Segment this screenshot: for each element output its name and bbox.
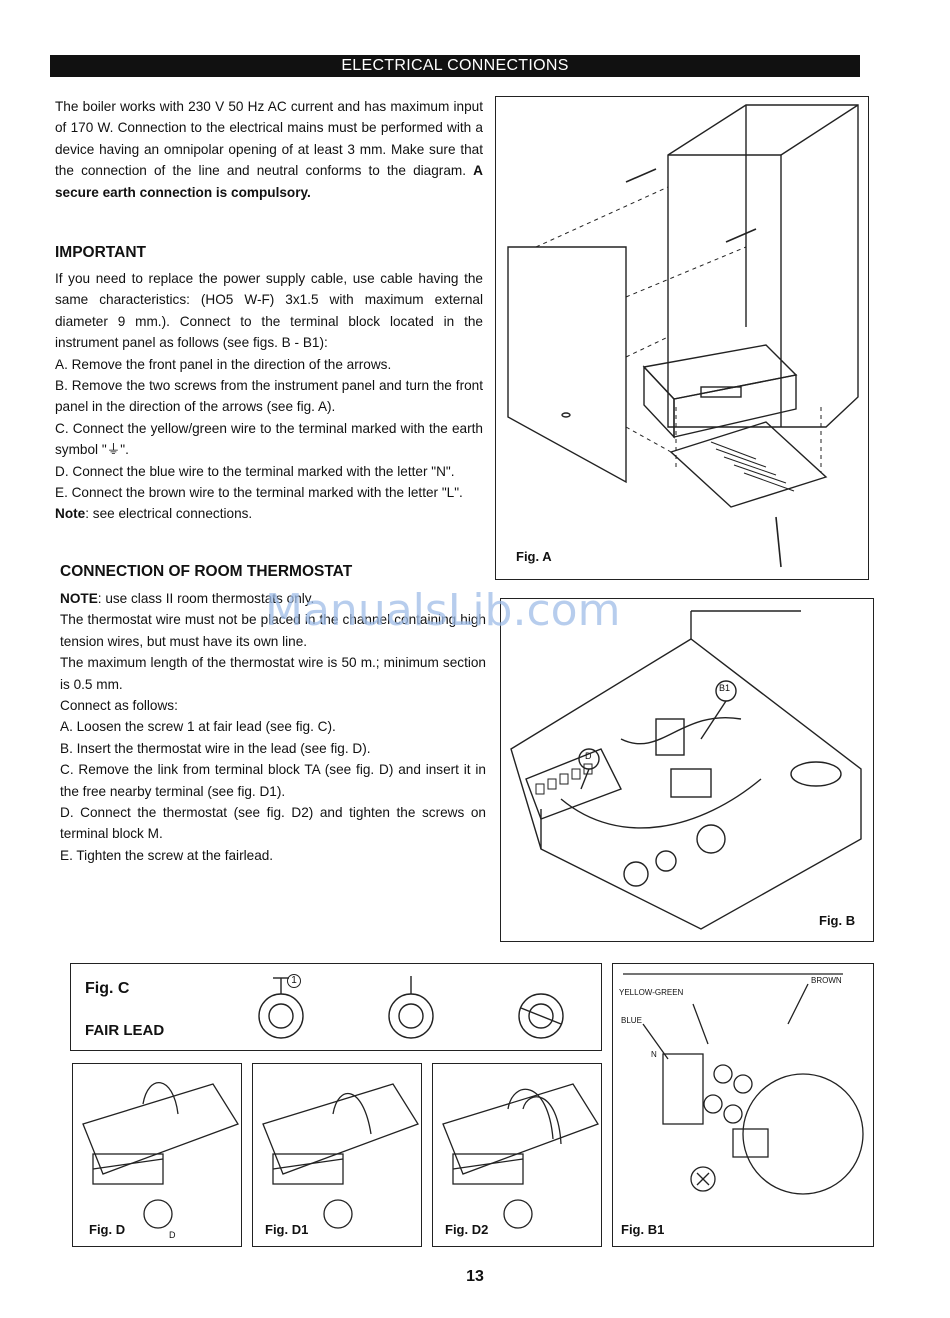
thermostat-note: NOTE: use class II room thermostats only…: [60, 588, 486, 609]
important-step: D. Connect the blue wire to the terminal…: [55, 463, 455, 479]
thermostat-step: A. Loosen the screw 1 at fair lead (see …: [60, 719, 336, 735]
figure-b: B1 D Fig. B: [500, 598, 874, 942]
intro-text: The boiler works with 230 V 50 Hz AC cur…: [55, 99, 483, 179]
thermostat-step: E. Tighten the screw at the fairlead.: [60, 847, 274, 863]
watermark: ManualsLib.com: [265, 585, 621, 636]
boiler-exploded-drawing: [507, 104, 859, 568]
important-step: B. Remove the two screws from the instru…: [55, 378, 483, 415]
mains-terminal-drawing: [623, 973, 864, 1195]
section-title: ELECTRICAL CONNECTIONS: [341, 57, 569, 74]
note-label: Note: [55, 506, 86, 522]
thermostat-note-text: : use class II room thermostats only.: [97, 591, 315, 606]
fairlead-sequence-drawing: [258, 976, 564, 1039]
callout-screw-1: 1: [287, 974, 301, 988]
important-section: If you need to replace the power supply …: [55, 268, 483, 525]
important-step: C. Connect the yellow/green wire to the …: [55, 420, 483, 458]
label-yellow-green: YELLOW-GREEN: [619, 988, 684, 997]
important-heading: IMPORTANT: [55, 244, 146, 261]
thermostat-step: B. Insert the thermostat wire in the lea…: [60, 740, 371, 756]
section-header-bar: ELECTRICAL CONNECTIONS: [50, 55, 860, 77]
fig-d-label: Fig. D: [89, 1222, 126, 1237]
figure-a: Fig. A: [495, 96, 869, 580]
fig-b1-label: Fig. B1: [621, 1222, 665, 1237]
important-note: Note: see electrical connections.: [55, 503, 483, 524]
terminal-block-drawing: [82, 1082, 239, 1229]
callout-d: D: [585, 751, 592, 761]
intro-bold-warning: A secure earth connection is compulsory.: [55, 163, 483, 200]
label-blue: BLUE: [621, 1016, 642, 1025]
thermostat-step: D. Connect the thermostat (see fig. D2) …: [60, 805, 486, 842]
figure-d2: Fig. D2: [432, 1063, 602, 1247]
callout-b1: B1: [719, 683, 731, 693]
thermostat-note-label: NOTE: [60, 591, 98, 606]
note-text: : see electrical connections.: [85, 506, 253, 522]
fig-c-sublabel: FAIR LEAD: [85, 1022, 165, 1039]
instrument-panel-drawing: [510, 610, 862, 930]
label-brown: BROWN: [811, 976, 842, 985]
fig-a-label: Fig. A: [516, 549, 552, 564]
thermostat-para: Connect as follows:: [60, 698, 178, 714]
important-step: E. Connect the brown wire to the termina…: [55, 485, 463, 501]
figure-d: D Fig. D: [72, 1063, 242, 1247]
page-number: 13: [466, 1268, 484, 1285]
thermostat-wiring-drawing: [442, 1083, 599, 1229]
figure-b1: YELLOW-GREEN BROWN BLUE N Fig. B1: [612, 963, 874, 1247]
important-body: If you need to replace the power supply …: [55, 271, 483, 351]
fig-b-label: Fig. B: [819, 913, 856, 928]
callout-d-fig: D: [169, 1230, 176, 1240]
fig-d1-label: Fig. D1: [265, 1222, 309, 1237]
thermostat-para: The maximum length of the thermostat wir…: [60, 655, 486, 692]
intro-paragraph: The boiler works with 230 V 50 Hz AC cur…: [55, 96, 483, 203]
label-n: N: [651, 1050, 657, 1059]
figure-d1: Fig. D1: [252, 1063, 422, 1247]
fig-d2-label: Fig. D2: [445, 1222, 489, 1237]
figure-c: Fig. C FAIR LEAD 1: [70, 963, 602, 1051]
terminal-link-drawing: [262, 1083, 419, 1229]
thermostat-section: NOTE: use class II room thermostats only…: [60, 588, 486, 866]
fig-c-label: Fig. C: [85, 980, 130, 997]
thermostat-para: The thermostat wire must not be placed i…: [60, 612, 486, 649]
thermostat-heading: CONNECTION OF ROOM THERMOSTAT: [60, 563, 353, 580]
thermostat-step: C. Remove the link from terminal block T…: [60, 762, 486, 799]
important-step: A. Remove the front panel in the directi…: [55, 356, 392, 372]
